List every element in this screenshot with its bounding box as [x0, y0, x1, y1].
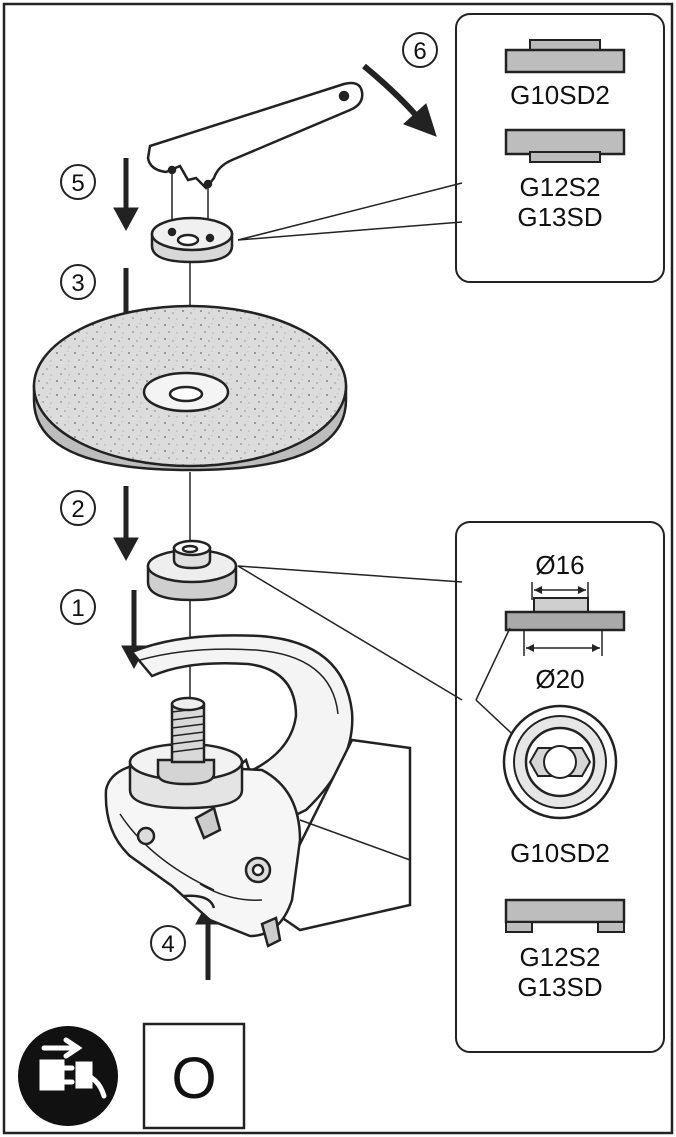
- top-model-a: G10SD2: [510, 80, 610, 110]
- svg-text:2: 2: [71, 496, 84, 523]
- dim-inner-label: Ø16: [535, 550, 584, 580]
- svg-text:6: 6: [413, 38, 426, 65]
- flange-nut-g12s2-icon: [504, 128, 626, 163]
- svg-text:3: 3: [71, 270, 84, 297]
- flange-nut-g10sd2-icon: [504, 39, 626, 74]
- top-model-b-line1: G12S2: [520, 172, 601, 202]
- dim-outer-label: Ø20: [535, 664, 584, 694]
- step-label-3: 3: [60, 264, 96, 300]
- top-inset-box: G10SD2 G12S2 G13SD: [237, 13, 665, 283]
- bottom-model-b-line1: G12S2: [520, 942, 601, 972]
- inner-flange-side-icon: [504, 597, 626, 632]
- step-label-4: 4: [150, 925, 186, 961]
- svg-text:5: 5: [71, 170, 84, 197]
- arrow-down-2-icon: [113, 486, 139, 562]
- arrows: [113, 63, 437, 980]
- step-label-2: 2: [60, 490, 96, 526]
- step-label-5: 5: [60, 164, 96, 200]
- svg-text:4: 4: [161, 931, 174, 958]
- arrow-down-5-icon: [113, 158, 139, 232]
- wrench-icon: [146, 81, 364, 240]
- grinding-wheel-icon: [32, 304, 348, 472]
- bottom-model-a: G10SD2: [510, 838, 610, 868]
- bottom-model-b-line2: G13SD: [517, 972, 602, 1002]
- inner-flange-g12s2-icon: [504, 898, 626, 933]
- top-model-b-line2: G13SD: [517, 202, 602, 232]
- arrow-rotate-6-icon: [362, 63, 437, 137]
- step-label-1: 1: [60, 589, 96, 625]
- off-symbol-text: O: [171, 1046, 216, 1111]
- grinder-body-icon: [104, 634, 412, 948]
- inner-flange-top-icon: [502, 704, 618, 820]
- flange-nut-icon: [150, 216, 234, 264]
- unplug-icon: [18, 1026, 118, 1126]
- svg-text:1: 1: [71, 595, 84, 622]
- off-switch-symbol: O: [142, 1022, 246, 1130]
- inner-flange-icon: [146, 539, 238, 602]
- bottom-inset-box: Ø16 Ø20 G10SD2: [237, 521, 665, 1053]
- step-label-6: 6: [402, 32, 438, 68]
